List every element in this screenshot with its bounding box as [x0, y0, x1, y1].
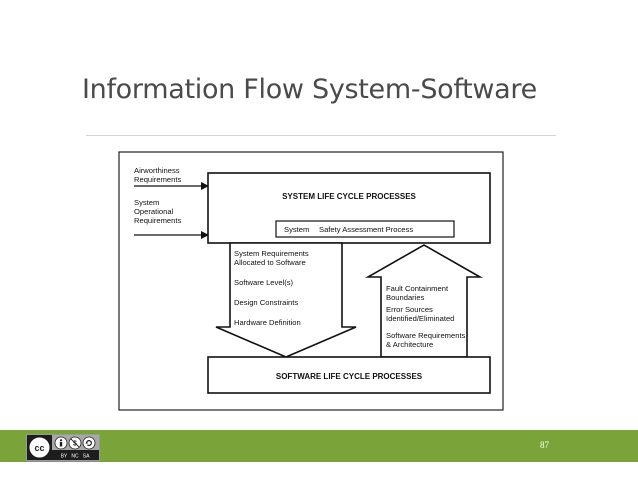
software-life-cycle-box [207, 356, 491, 394]
up-item-3-line1: Software Requirements [386, 331, 466, 340]
input-airworthiness-line1: Airworthiness [134, 166, 180, 175]
up-item-2-line2: Identified/Eliminated [386, 314, 454, 323]
cc-license-text: BY NC SA [61, 454, 90, 460]
input-operational-line1: System [134, 198, 159, 207]
down-item-2: Software Level(s) [234, 278, 294, 287]
down-item-1-line1: System Requirements [234, 249, 309, 258]
input-arrowhead-operational [201, 231, 209, 239]
cc-license-badge: cc $ BY NC SA [26, 434, 100, 461]
slide-title: Information Flow System-Software [82, 74, 537, 105]
up-item-3-line2: & Architecture [386, 340, 433, 349]
up-item-2-line1: Error Sources [386, 305, 433, 314]
page-number: 87 [540, 440, 549, 450]
safety-assessment-box [275, 220, 455, 238]
input-arrowhead-airworthiness [201, 182, 209, 190]
svg-text:$: $ [73, 441, 77, 448]
down-item-3: Design Constraints [234, 298, 298, 307]
input-operational-line2: Operational [134, 207, 174, 216]
up-arrow [364, 244, 484, 358]
safety-assessment-right: Safety Assessment Process [319, 225, 413, 234]
footer-bar [0, 430, 638, 462]
information-flow-diagram: Airworthiness Requirements System Operat… [118, 151, 504, 411]
up-item-1-line1: Fault Containment [386, 284, 449, 293]
cc-by-nc-sa-icon: cc $ BY NC SA [27, 435, 99, 460]
system-life-cycle-label: SYSTEM LIFE CYCLE PROCESSES [282, 192, 416, 201]
up-item-1-line2: Boundaries [386, 293, 425, 302]
down-item-1-line2: Allocated to Software [234, 258, 306, 267]
software-life-cycle-label: SOFTWARE LIFE CYCLE PROCESSES [276, 372, 423, 381]
input-airworthiness-line2: Requirements [134, 175, 181, 184]
input-operational-line3: Requirements [134, 216, 181, 225]
title-divider [86, 135, 556, 136]
down-item-4: Hardware Definition [234, 318, 301, 327]
down-arrow [215, 242, 357, 358]
safety-assessment-left: System [284, 225, 309, 234]
svg-text:cc: cc [34, 443, 44, 453]
